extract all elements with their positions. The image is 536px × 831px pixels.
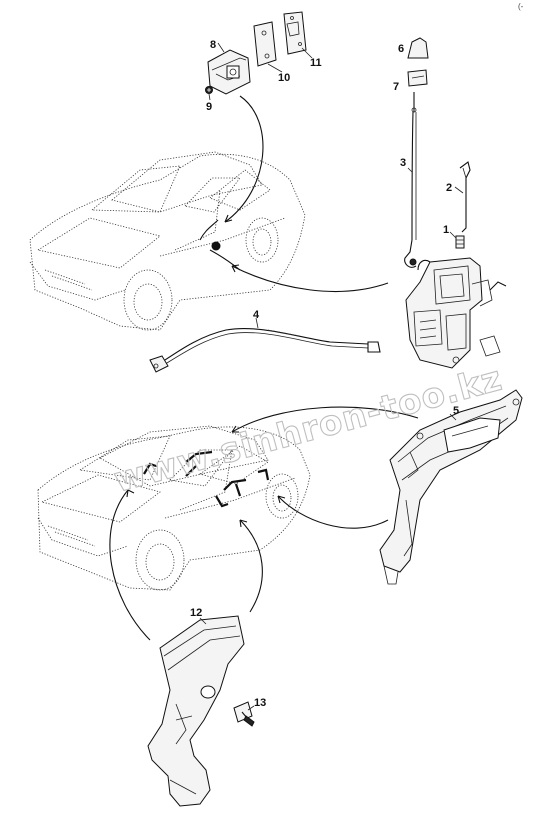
screw-13 [233,701,255,727]
callout-9: 9 [206,101,212,113]
mounting-bracket [147,615,245,807]
release-cable [149,327,381,373]
callout-3: 3 [400,157,406,169]
callout-6: 6 [398,43,404,55]
arrow-bracket-to-door [239,519,263,613]
car-top-icon [29,151,306,331]
arrow-handle-to-car [231,406,419,433]
arrow-bracket-to-front [109,489,151,641]
interior-handle-frame [379,389,523,585]
arrow-handle-to-door [277,495,389,529]
callout-2: 2 [446,182,452,194]
door-lock-actuator-icon [405,257,507,369]
callout-12: 12 [190,607,202,619]
callout-1: 1 [443,224,449,236]
striker-plate-assembly [205,11,307,95]
link-rod [459,161,471,233]
corner-mark: (- [518,2,524,11]
callout-7: 7 [393,81,399,93]
arrow-striker-to-car [224,95,264,223]
arrow-actuator-to-car [231,265,389,292]
callout-10: 10 [278,72,290,84]
lock-knob-and-rod [404,37,429,268]
callout-13: 13 [254,697,266,709]
bolt-small [455,235,465,249]
callout-8: 8 [210,39,216,51]
car-bottom-icon [37,425,311,591]
callout-4: 4 [253,309,260,321]
callout-5: 5 [453,405,459,417]
callout-11: 11 [310,57,322,69]
